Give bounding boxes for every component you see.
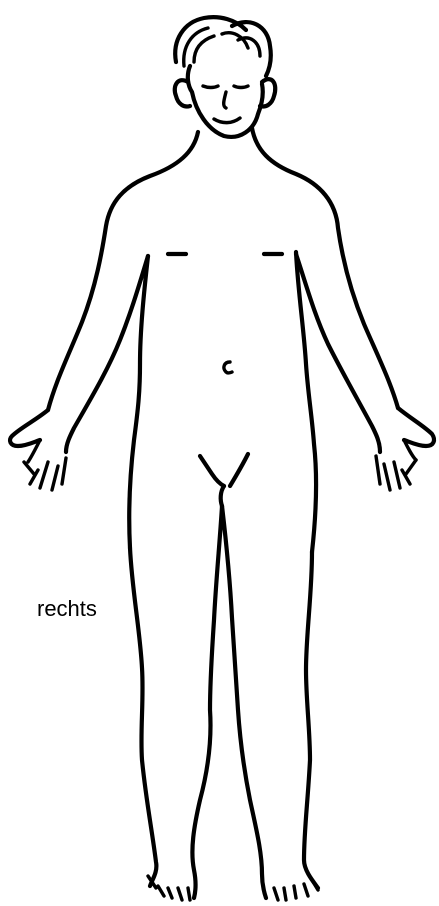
left-torso-side [129, 256, 148, 548]
hair-strand [194, 36, 214, 62]
left-neck-shoulder [48, 132, 198, 410]
right-toe [304, 884, 308, 896]
left-finger [52, 466, 58, 490]
crotch [221, 486, 224, 506]
right-torso-side [296, 252, 316, 552]
right-finger [384, 464, 390, 490]
right-leg-outer [304, 552, 318, 888]
torso [48, 128, 398, 552]
right-toe [274, 888, 278, 900]
left-toe [188, 888, 190, 900]
left-hand [10, 410, 48, 446]
arms [10, 254, 434, 490]
right-arm-inner [296, 254, 380, 452]
mouth [214, 118, 240, 123]
right-finger [406, 460, 416, 474]
left-leg-outer [130, 548, 156, 886]
right-toe [294, 886, 296, 898]
left-finger [40, 462, 48, 488]
navel [224, 362, 232, 373]
hair-strand [222, 33, 248, 48]
right-eye [234, 86, 248, 88]
left-finger [24, 462, 34, 474]
left-toe [178, 888, 182, 900]
right-neck-shoulder [252, 128, 398, 408]
hair-strand [232, 22, 271, 76]
side-label-right: rechts [37, 596, 97, 622]
right-leg-inner [222, 506, 266, 898]
hair-strand [184, 28, 208, 66]
right-groin-line [230, 454, 248, 486]
left-groin-line [200, 456, 224, 486]
right-finger [376, 456, 380, 484]
left-leg-inner [192, 506, 222, 898]
legs [130, 506, 318, 900]
nose [224, 92, 226, 108]
left-toe [168, 888, 172, 898]
right-finger [394, 462, 400, 488]
left-eye [203, 86, 218, 88]
left-finger [62, 458, 66, 484]
head [175, 17, 276, 137]
left-toe [158, 886, 164, 896]
right-toe [284, 888, 286, 900]
